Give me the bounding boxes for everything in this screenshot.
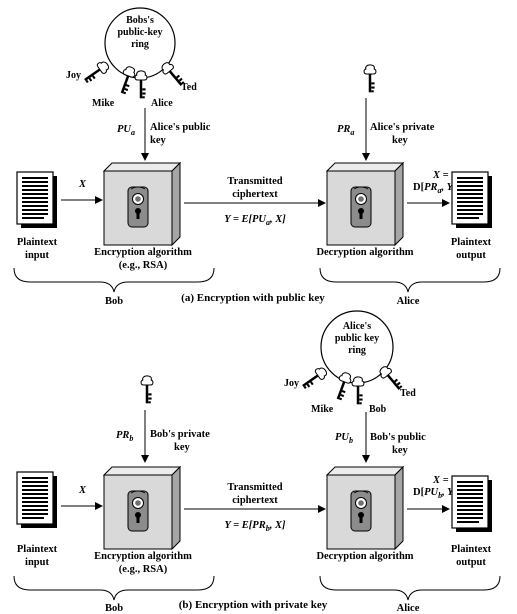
key-icon bbox=[298, 364, 330, 392]
key-ring: Alice's public key ring Joy Mike Bob Ted bbox=[284, 310, 416, 415]
bob-brace-label: Bob bbox=[105, 296, 123, 307]
bob-brace bbox=[13, 267, 215, 293]
ring-name-mike: Mike bbox=[311, 404, 334, 415]
encryption-algorithm-label: Encryption algorithm bbox=[94, 551, 192, 562]
plaintext-output-document bbox=[451, 475, 493, 533]
out-formula-2: D[PRa, Y] bbox=[413, 182, 457, 195]
alice-brace-label: Alice bbox=[397, 603, 420, 614]
ring-name-joy: Joy bbox=[284, 378, 299, 389]
key-icon bbox=[134, 70, 148, 99]
ring-label-1: Bobs's bbox=[126, 15, 154, 26]
plaintext-output-label-1: Plaintext bbox=[451, 544, 492, 555]
plaintext-output-label-2: output bbox=[456, 250, 486, 261]
key-ring: Bobs's public-key ring Joy Mike Alice Te… bbox=[66, 7, 197, 109]
plaintext-input-document bbox=[16, 171, 58, 229]
out-formula-1: X = bbox=[432, 170, 449, 181]
transmitted-label-2: ciphertext bbox=[232, 189, 278, 200]
input-x: X bbox=[78, 485, 87, 496]
ring-name-alice: Alice bbox=[151, 98, 173, 109]
ring-label-3: ring bbox=[131, 39, 149, 50]
decryption-algorithm-box bbox=[326, 162, 404, 246]
ring-name-ted: Ted bbox=[181, 82, 197, 93]
plaintext-output-label-1: Plaintext bbox=[451, 237, 492, 248]
enc-key-label-2: key bbox=[174, 442, 191, 453]
enc-key-label-1: Bob's private bbox=[150, 429, 210, 440]
enc-key-label-1: Alice's public bbox=[150, 122, 211, 133]
caption-b: (b) Encryption with private key bbox=[179, 599, 328, 611]
private-key bbox=[140, 375, 154, 404]
panel-b: Alice's public key ring Joy Mike Bob Ted… bbox=[13, 310, 501, 614]
ring-label-1: Alice's bbox=[343, 321, 371, 332]
plaintext-output-document bbox=[451, 171, 493, 229]
dec-key-symbol: PRa bbox=[337, 124, 354, 137]
out-formula-2: D[PUb, Y] bbox=[413, 487, 458, 500]
dec-key-label-1: Alice's private bbox=[370, 122, 435, 133]
dec-key-label-2: key bbox=[392, 445, 409, 456]
bob-brace bbox=[13, 575, 215, 601]
enc-key-symbol: PRb bbox=[116, 430, 133, 443]
dec-key-label-2: key bbox=[392, 135, 409, 146]
transmitted-label-2: ciphertext bbox=[232, 495, 278, 506]
ring-name-joy: Joy bbox=[66, 70, 81, 81]
alice-brace bbox=[319, 575, 501, 601]
decryption-algorithm-label: Decryption algorithm bbox=[316, 551, 413, 562]
plaintext-input-label-2: input bbox=[25, 557, 49, 568]
encryption-algorithm-box bbox=[103, 466, 181, 550]
key-icon bbox=[140, 375, 154, 404]
transmitted-label-1: Transmitted bbox=[227, 176, 282, 187]
cipher-formula: Y = E[PUa, X] bbox=[224, 214, 286, 227]
enc-key-symbol: PUa bbox=[117, 124, 135, 137]
key-icon bbox=[80, 58, 112, 86]
encryption-algorithm-box bbox=[103, 162, 181, 246]
private-key bbox=[363, 64, 377, 93]
key-icon bbox=[351, 376, 365, 405]
dec-key-label-1: Bob's public bbox=[370, 432, 426, 443]
alice-brace bbox=[319, 267, 501, 293]
alice-brace-label: Alice bbox=[397, 296, 420, 307]
ring-label-2: public key bbox=[335, 333, 379, 344]
panel-a: Bobs's public-key ring Joy Mike Alice Te… bbox=[13, 7, 501, 307]
cipher-formula: Y = E[PRb, X] bbox=[225, 520, 286, 533]
out-formula-1: X = bbox=[432, 475, 449, 486]
ring-label-3: ring bbox=[348, 345, 366, 356]
plaintext-input-label-2: input bbox=[25, 250, 49, 261]
ring-name-bob: Bob bbox=[369, 404, 387, 415]
plaintext-output-label-2: output bbox=[456, 557, 486, 568]
plaintext-input-label-1: Plaintext bbox=[17, 237, 58, 248]
encryption-algorithm-label: Encryption algorithm bbox=[94, 247, 192, 258]
caption-a: (a) Encryption with public key bbox=[181, 292, 325, 304]
transmitted-label-1: Transmitted bbox=[227, 482, 282, 493]
bob-brace-label: Bob bbox=[105, 603, 123, 614]
ring-name-mike: Mike bbox=[92, 98, 115, 109]
encryption-algorithm-example: (e.g., RSA) bbox=[119, 260, 168, 271]
plaintext-input-label-1: Plaintext bbox=[17, 544, 58, 555]
input-x: X bbox=[78, 179, 87, 190]
encryption-algorithm-example: (e.g., RSA) bbox=[119, 564, 168, 575]
decryption-algorithm-label: Decryption algorithm bbox=[316, 247, 413, 258]
dec-key-symbol: PUb bbox=[335, 432, 353, 445]
key-icon bbox=[363, 64, 377, 93]
ring-label-2: public-key bbox=[117, 27, 162, 38]
plaintext-input-document bbox=[16, 471, 58, 529]
ring-name-ted: Ted bbox=[400, 388, 416, 399]
enc-key-label-2: key bbox=[150, 135, 167, 146]
decryption-algorithm-box bbox=[326, 466, 404, 550]
